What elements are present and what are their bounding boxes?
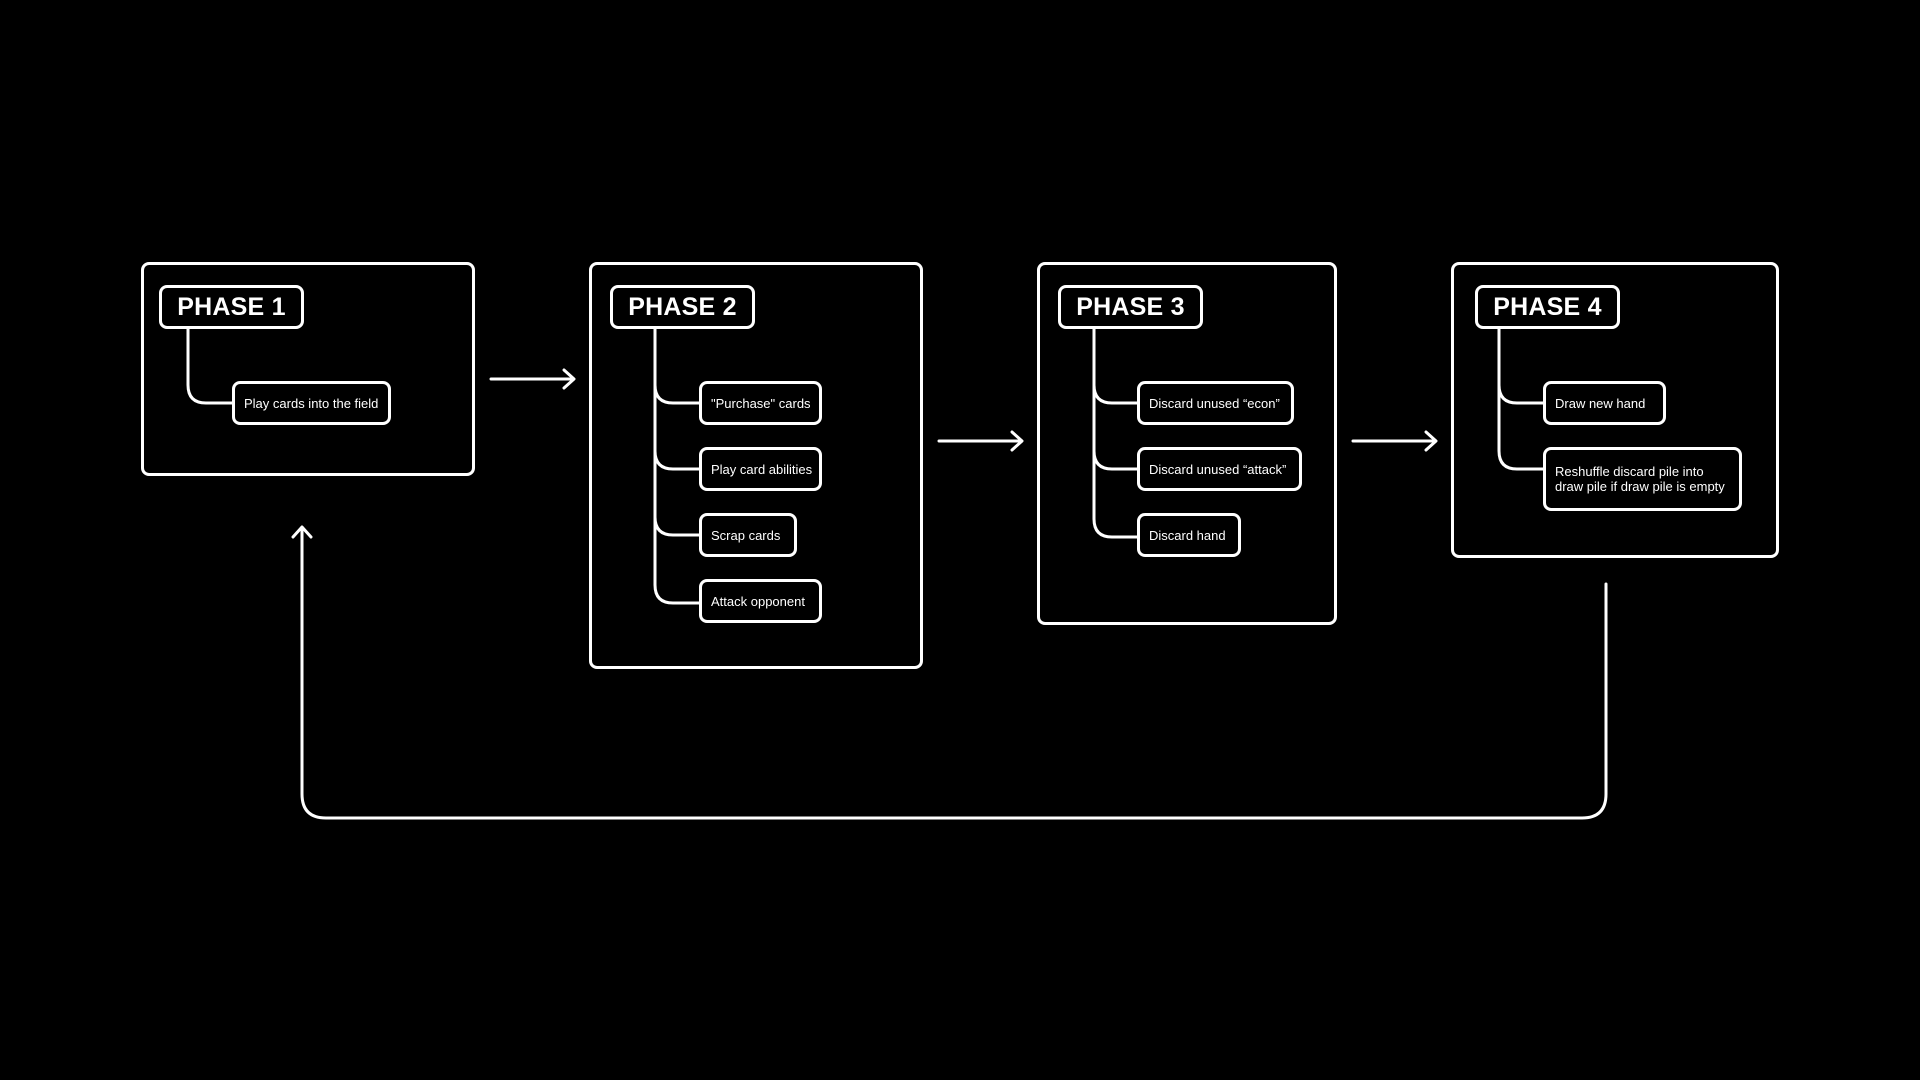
step-discard-unused-attack: Discard unused “attack” xyxy=(1137,447,1302,491)
step-purchase-cards: "Purchase" cards xyxy=(699,381,822,425)
phase-2-title: PHASE 2 xyxy=(610,285,755,329)
phase-4-title: PHASE 4 xyxy=(1475,285,1620,329)
step-play-card-abilities: Play card abilities xyxy=(699,447,822,491)
step-play-cards-into-field: Play cards into the field xyxy=(232,381,392,425)
step-reshuffle-discard-pile: Reshuffle discard pile into draw pile if… xyxy=(1543,447,1742,511)
step-attack-opponent: Attack opponent xyxy=(699,579,822,623)
step-discard-unused-econ: Discard unused “econ” xyxy=(1137,381,1294,425)
step-scrap-cards: Scrap cards xyxy=(699,513,797,557)
tree-connector-phase-1 xyxy=(186,326,235,405)
arrow-right-icon xyxy=(1351,430,1438,452)
phase-3-title: PHASE 3 xyxy=(1058,285,1203,329)
tree-connector-phase-4 xyxy=(1497,326,1546,471)
phase-1-card xyxy=(141,262,475,476)
phase-1-title: PHASE 1 xyxy=(159,285,304,329)
arrow-right-icon xyxy=(489,368,576,390)
phase-4-card xyxy=(1451,262,1779,558)
step-discard-hand: Discard hand xyxy=(1137,513,1241,557)
arrow-right-icon xyxy=(937,430,1024,452)
arrow-up-icon xyxy=(291,525,1608,820)
phase-3-card xyxy=(1037,262,1337,625)
phase-2-card xyxy=(589,262,923,669)
tree-connector-phase-3 xyxy=(1092,326,1141,539)
tree-connector-phase-2 xyxy=(653,326,702,605)
step-draw-new-hand: Draw new hand xyxy=(1543,381,1666,425)
